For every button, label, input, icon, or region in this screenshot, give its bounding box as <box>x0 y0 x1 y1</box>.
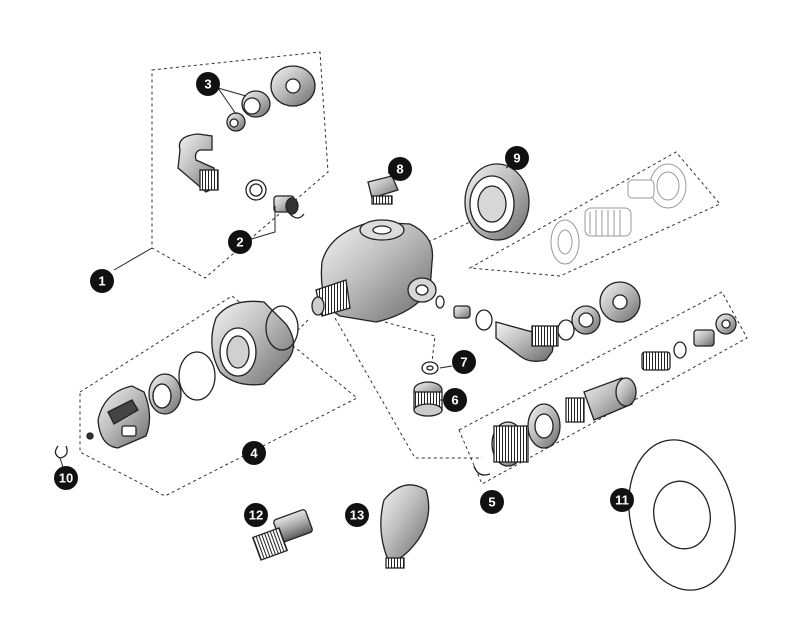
callout-2: 2 <box>228 230 252 254</box>
part-8-top-cap <box>367 175 399 205</box>
part-11-cover-plate <box>628 439 736 591</box>
part-3-compression-nut <box>226 90 271 132</box>
kit-9-boundary <box>468 151 721 277</box>
leader-body-to-5 <box>334 317 482 459</box>
part-6-plug <box>413 381 443 417</box>
callout-12: 12 <box>244 503 268 527</box>
leader-body-to-4 <box>297 319 309 331</box>
callout-9: 9 <box>505 146 529 170</box>
part-5-cartridge <box>473 313 737 476</box>
part-4-shroud <box>211 300 295 386</box>
part-2-check-valve <box>245 179 305 219</box>
callout-5-label: 5 <box>488 495 495 510</box>
callout-6: 6 <box>443 388 467 412</box>
leader-body-to-7 <box>384 321 436 363</box>
part-handle-lever <box>86 385 151 449</box>
callout-12-label: 12 <box>249 508 263 523</box>
callout-7-label: 7 <box>460 355 467 370</box>
callout-9-label: 9 <box>513 151 520 166</box>
part-9-flow-ring <box>464 163 530 241</box>
callout-4-label: 4 <box>250 446 258 461</box>
callout-8: 8 <box>388 157 412 181</box>
part-flange-washer-top <box>270 65 316 107</box>
callout-13-label: 13 <box>350 508 364 523</box>
kit-4-boundary <box>79 295 358 497</box>
callout-6-label: 6 <box>451 393 458 408</box>
callout-5: 5 <box>480 490 504 514</box>
part-outlet-elbow <box>435 281 641 362</box>
part-13-knob-cap <box>380 484 430 569</box>
part-o-ring-mid <box>178 351 216 401</box>
leader-2 <box>247 206 276 241</box>
cartridge-ghost <box>550 163 687 265</box>
callout-8-label: 8 <box>396 162 403 177</box>
callout-3: 3 <box>196 72 220 96</box>
kit-1-boundary <box>151 51 329 279</box>
leader-7 <box>439 365 453 369</box>
callout-2-label: 2 <box>236 235 243 250</box>
leader-3 <box>217 87 247 115</box>
callout-11: 11 <box>610 488 634 512</box>
part-7-seal-ring <box>421 361 439 375</box>
part-o-ring-large <box>265 305 299 351</box>
valve-body <box>311 219 437 323</box>
part-10-clip <box>54 445 68 459</box>
callout-10: 10 <box>54 466 78 490</box>
callout-7: 7 <box>452 350 476 374</box>
callout-13: 13 <box>345 503 369 527</box>
leader-1 <box>113 247 153 271</box>
callout-1-label: 1 <box>98 274 105 289</box>
part-splined-adapter <box>148 373 182 415</box>
callout-4: 4 <box>242 441 266 465</box>
callout-11-label: 11 <box>615 493 629 508</box>
callout-3-label: 3 <box>204 77 211 92</box>
callout-1: 1 <box>90 269 114 293</box>
callout-10-label: 10 <box>59 471 73 486</box>
kit-5-boundary <box>458 291 748 485</box>
leader-body-to-9 <box>411 221 471 251</box>
part-12-extension <box>251 509 313 561</box>
part-elbow-connector <box>177 133 219 193</box>
